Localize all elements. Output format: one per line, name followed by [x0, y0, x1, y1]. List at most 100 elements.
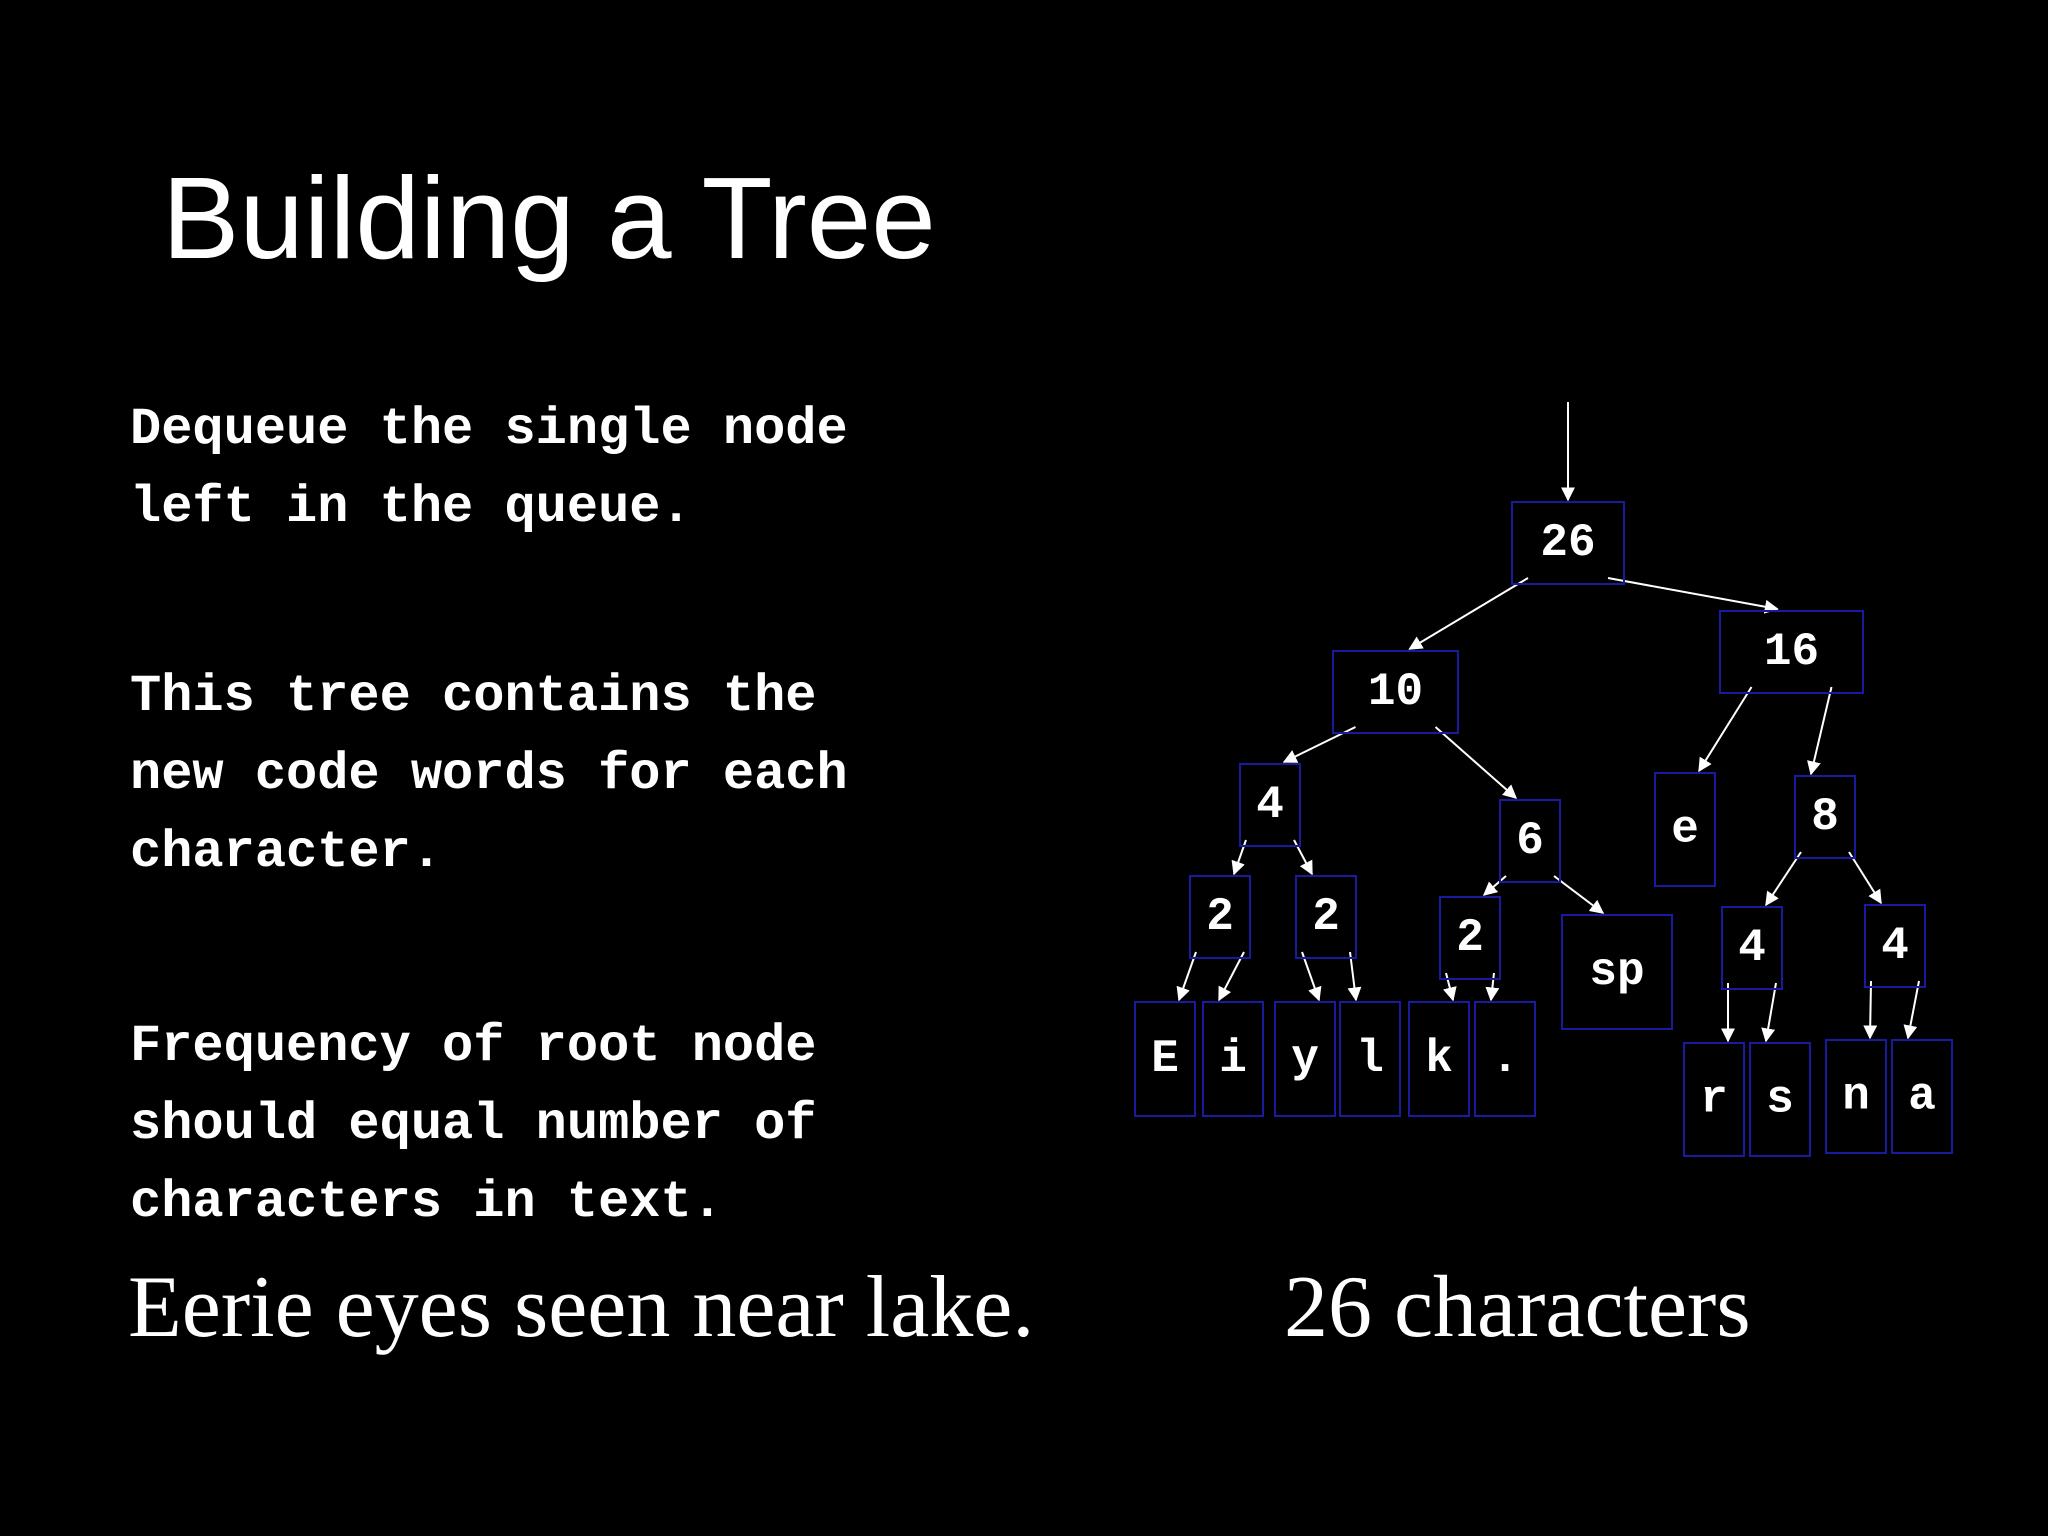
tree-node-label: k — [1425, 1033, 1453, 1085]
tree-node: 10 — [1332, 650, 1459, 734]
tree-node: 4 — [1864, 904, 1926, 988]
tree-edge-arrow — [1765, 851, 1802, 907]
tree-node-box — [1654, 772, 1716, 887]
tree-node: 6 — [1499, 799, 1561, 883]
tree-node-label: n — [1842, 1071, 1870, 1123]
tree-node-box — [1891, 1039, 1953, 1154]
tree-node: sp — [1561, 914, 1673, 1030]
tree-node-box — [1439, 896, 1501, 980]
tree-node: 2 — [1295, 875, 1357, 959]
tree-node-label: sp — [1589, 946, 1644, 998]
tree-node-label: E — [1151, 1033, 1179, 1085]
tree-edge-arrow — [1698, 686, 1753, 773]
tree-edge-arrow — [1482, 875, 1507, 896]
tree-node: s — [1749, 1042, 1811, 1157]
paragraph-line: new code words for each — [130, 745, 848, 804]
character-count: 26 characters — [1284, 1259, 1751, 1356]
tree-node-box — [1295, 875, 1357, 959]
tree-edge-arrow — [1301, 951, 1322, 1002]
tree-node-box — [1134, 1001, 1196, 1117]
tree-node: 4 — [1239, 763, 1301, 847]
tree-node-box — [1721, 906, 1783, 990]
tree-node-box — [1499, 799, 1561, 883]
tree-node-box — [1719, 610, 1864, 694]
tree-node: E — [1134, 1001, 1196, 1117]
sample-text: Eerie eyes seen near lake. — [128, 1259, 1035, 1356]
tree-edge-arrow — [1176, 951, 1197, 1002]
tree-node-label: s — [1766, 1074, 1794, 1126]
tree-node-box — [1339, 1001, 1401, 1117]
code-words-paragraph: This tree contains the new code words fo… — [130, 658, 848, 892]
tree-node: 2 — [1439, 896, 1501, 980]
tree-node-label: r — [1700, 1074, 1728, 1126]
tree-edge-arrow — [1607, 577, 1779, 614]
paragraph-line: should equal number of — [130, 1095, 817, 1154]
tree-edge-arrow — [1443, 972, 1457, 1002]
tree-node-box — [1189, 875, 1251, 959]
tree-edge-arrow — [1485, 972, 1500, 1002]
tree-node-box — [1749, 1042, 1811, 1157]
tree-node: 16 — [1719, 610, 1864, 694]
tree-node-label: a — [1908, 1071, 1936, 1123]
tree-node-label: 6 — [1516, 815, 1544, 867]
tree-node-box — [1239, 763, 1301, 847]
tree-node-label: 2 — [1312, 891, 1340, 943]
tree-node: 26 — [1511, 501, 1625, 585]
tree-edge-arrow — [1761, 982, 1777, 1043]
slide-title: Building a Tree — [162, 153, 936, 283]
tree-edges — [1176, 402, 1920, 1043]
tree-edge-arrow — [1553, 875, 1605, 914]
tree-node-label: 4 — [1256, 779, 1284, 831]
tree-edge-arrow — [1848, 851, 1882, 905]
tree-edge-arrow — [1408, 577, 1529, 650]
paragraph-line: Dequeue the single node — [130, 400, 848, 459]
tree-node-box — [1408, 1001, 1470, 1117]
paragraph-line: character. — [130, 823, 443, 882]
tree-node-label: 4 — [1738, 922, 1766, 974]
tree-node-label: 10 — [1368, 666, 1423, 718]
tree-node: a — [1891, 1039, 1953, 1154]
tree-node-label: y — [1291, 1033, 1319, 1085]
tree-node-box — [1683, 1042, 1745, 1157]
tree-node: i — [1202, 1001, 1264, 1117]
tree-node: n — [1825, 1039, 1887, 1154]
tree-node: k — [1408, 1001, 1470, 1117]
paragraph-line: This tree contains the — [130, 667, 817, 726]
tree-node-label: i — [1219, 1033, 1247, 1085]
tree-edge-arrow — [1863, 980, 1878, 1040]
tree-node-box — [1864, 904, 1926, 988]
tree-node-box — [1794, 775, 1856, 859]
tree-node-label: 26 — [1540, 517, 1595, 569]
tree-node-label: 2 — [1456, 912, 1484, 964]
tree-node: r — [1683, 1042, 1745, 1157]
tree-node-label: 8 — [1811, 791, 1839, 843]
tree-node: y — [1274, 1001, 1336, 1117]
tree-node: . — [1474, 1001, 1536, 1117]
dequeue-paragraph: Dequeue the single node left in the queu… — [130, 391, 848, 547]
tree-node-label: 4 — [1881, 920, 1909, 972]
tree-edge-arrow — [1218, 951, 1245, 1002]
tree-node-label: 16 — [1764, 626, 1819, 678]
paragraph-line: Frequency of root node — [130, 1017, 817, 1076]
tree-node: 2 — [1189, 875, 1251, 959]
tree-edge-arrow — [1903, 980, 1920, 1040]
tree-edge-arrow — [1807, 686, 1833, 776]
tree-node-label: . — [1491, 1033, 1519, 1085]
tree-node-box — [1474, 1001, 1536, 1117]
root-frequency-paragraph: Frequency of root node should equal numb… — [130, 1008, 817, 1242]
tree-edge-arrow — [1434, 726, 1518, 799]
tree-node-box — [1274, 1001, 1336, 1117]
tree-node: 4 — [1721, 906, 1783, 990]
tree-node: 8 — [1794, 775, 1856, 859]
tree-node-label: e — [1671, 804, 1699, 856]
tree-node-box — [1202, 1001, 1264, 1117]
paragraph-line: characters in text. — [130, 1173, 723, 1232]
paragraph-line: left in the queue. — [130, 478, 692, 537]
tree-node-label: l — [1356, 1033, 1384, 1085]
tree-node-label: 2 — [1206, 891, 1234, 943]
tree-node-box — [1511, 501, 1625, 585]
tree-node-box — [1825, 1039, 1887, 1154]
tree-node: l — [1339, 1001, 1401, 1117]
